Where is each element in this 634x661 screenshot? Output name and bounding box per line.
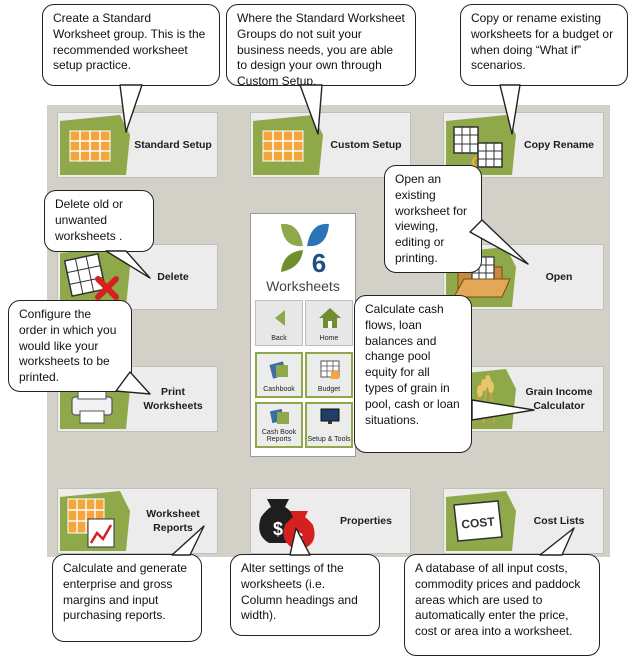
callout-open: Open an existing worksheet for viewing, … [384, 165, 482, 273]
callout-worksheet-reports: Calculate and generate enterprise and gr… [52, 554, 202, 642]
callout-standard-setup: Create a Standard Worksheet group. This … [42, 4, 220, 86]
back-label: Back [271, 335, 287, 342]
custom-setup-label: Custom Setup [330, 138, 402, 151]
budget-grid-icon [320, 360, 340, 379]
grain-income-calculator-label: Grain Income Calculator [525, 385, 593, 412]
cost-lists-button[interactable]: COST Cost Lists [443, 488, 604, 554]
callout-copy-rename: Copy or rename existing worksheets for a… [460, 4, 628, 86]
delete-label: Delete [157, 270, 189, 283]
print-worksheets-label: Print Worksheets [143, 385, 203, 412]
worksheets-logo-icon: 6 [281, 223, 329, 276]
standard-setup-button[interactable]: Standard Setup [57, 112, 218, 178]
cash-book-reports-label: Cash Book Reports [261, 428, 297, 444]
callout-print-worksheets: Configure the order in which you would l… [8, 300, 132, 392]
cash-book-reports-button[interactable]: Cash Book Reports [255, 402, 303, 448]
worksheet-reports-button[interactable]: Worksheet Reports [57, 488, 218, 554]
monitor-icon [320, 408, 340, 424]
cashbook-label: Cashbook [263, 386, 295, 394]
callout-grain-income: Calculate cash flows, loan balances and … [354, 295, 472, 453]
back-arrow-icon [275, 310, 285, 326]
worksheets-center-panel: 6 Worksheets Back Home Cashbook Budget C… [250, 213, 356, 457]
callout-properties: Alter settings of the worksheets (i.e. C… [230, 554, 380, 636]
open-label: Open [545, 270, 573, 283]
standard-setup-label: Standard Setup [134, 138, 212, 151]
setup-tools-button[interactable]: Setup & Tools [305, 402, 353, 448]
svg-text:$: $ [273, 519, 283, 539]
setup-tools-label: Setup & Tools [307, 436, 351, 444]
svg-text:COST: COST [461, 515, 496, 532]
cost-lists-label: Cost Lists [533, 514, 585, 527]
home-icon [319, 308, 341, 328]
svg-text:6: 6 [312, 248, 326, 276]
copy-rename-button[interactable]: Copy Rename [443, 112, 604, 178]
grid-sheet-icon [253, 115, 323, 175]
report-chart-icon [60, 491, 130, 551]
callout-cost-lists: A database of all input costs, commodity… [404, 554, 600, 656]
properties-button[interactable]: $ $ Properties [250, 488, 411, 554]
back-button[interactable]: Back [255, 300, 303, 346]
budget-label: Budget [317, 386, 341, 394]
grid-sheet-icon [60, 115, 130, 175]
custom-setup-button[interactable]: Custom Setup [250, 112, 411, 178]
home-button[interactable]: Home [305, 300, 353, 346]
copy-rename-label: Copy Rename [523, 138, 595, 151]
callout-delete: Delete old or unwanted worksheets . [44, 190, 154, 252]
cost-tag-icon: COST [446, 491, 516, 551]
money-bag-icon: $ $ [259, 499, 315, 547]
properties-label: Properties [340, 514, 392, 527]
cashbook-button[interactable]: Cashbook [255, 352, 303, 398]
svg-text:$: $ [295, 530, 304, 547]
worksheets-title: Worksheets [266, 278, 340, 294]
worksheet-reports-label: Worksheet Reports [146, 507, 200, 534]
home-label: Home [319, 335, 339, 342]
copy-sheets-icon [446, 115, 516, 175]
cash-book-reports-icon [269, 408, 289, 424]
budget-button[interactable]: Budget [305, 352, 353, 398]
callout-custom-setup: Where the Standard Worksheet Groups do n… [226, 4, 416, 88]
cashbook-icon [269, 361, 288, 379]
